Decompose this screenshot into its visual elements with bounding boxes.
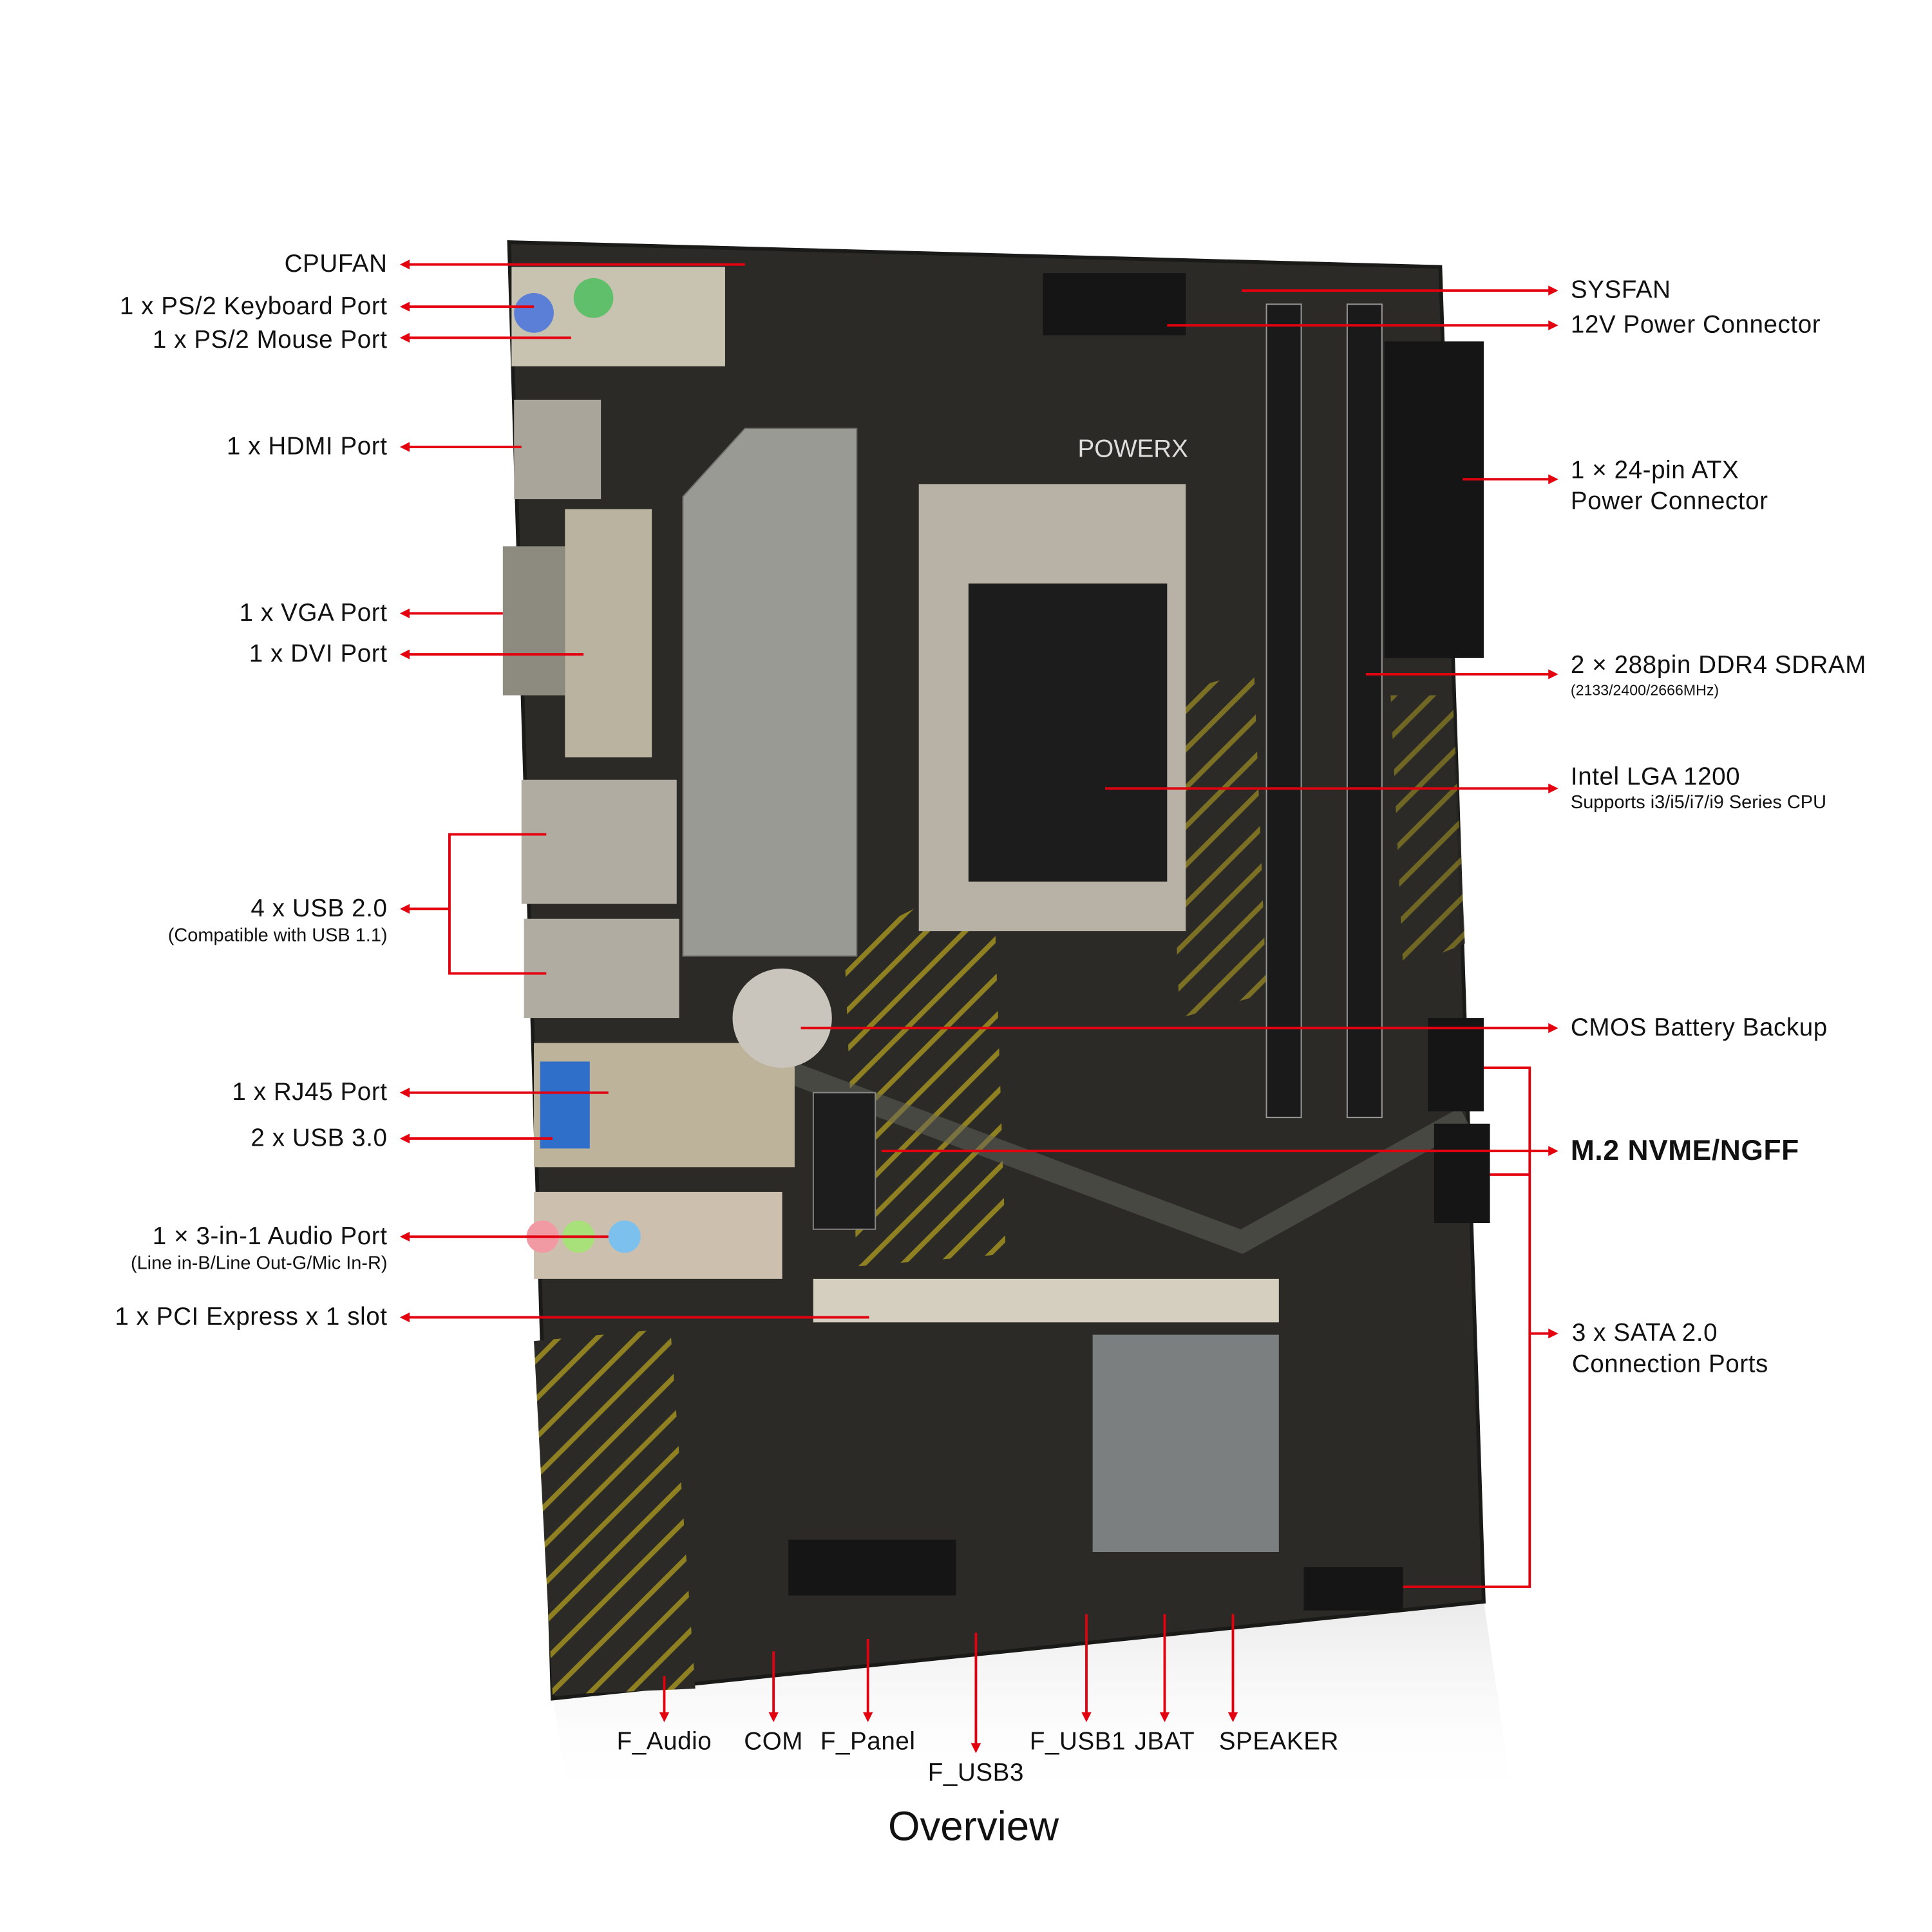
label-cpu: Intel LGA 1200 — [1570, 763, 1741, 791]
label-hdmi: 1 x HDMI Port — [226, 433, 388, 461]
ram-slot-1 — [1265, 303, 1302, 1119]
vrm-heatsink — [682, 428, 858, 957]
sata-port-3 — [1303, 1567, 1403, 1611]
m2-slot — [812, 1092, 876, 1230]
pcie-slot — [813, 1278, 1279, 1323]
ps2-mouse-port — [573, 278, 614, 318]
label-atx-line2: Power Connector — [1570, 488, 1768, 516]
label-usb2: 4 x USB 2.0 — [251, 895, 388, 923]
atx-24pin-connector — [1384, 341, 1484, 658]
label-usb3: 2 x USB 3.0 — [251, 1124, 388, 1153]
ps2-keyboard-port — [514, 293, 554, 333]
label-f-panel: F_Panel — [820, 1728, 916, 1756]
usb2-ports-bottom — [524, 918, 679, 1018]
sata-port-1 — [1428, 1018, 1484, 1112]
label-f-audio: F_Audio — [616, 1728, 712, 1756]
hdmi-port — [514, 399, 601, 500]
label-12v: 12V Power Connector — [1570, 311, 1821, 339]
callout-arrows — [399, 259, 1558, 1754]
label-audio: 1 × 3-in-1 Audio Port — [152, 1223, 388, 1251]
label-com: COM — [744, 1728, 803, 1756]
label-sata: 3 x SATA 2.0 — [1571, 1320, 1718, 1347]
label-f-usb3: F_USB3 — [927, 1759, 1025, 1787]
label-atx: 1 × 24-pin ATX — [1570, 457, 1739, 484]
label-audio-note: (Line in-B/Line Out-G/Mic In-R) — [130, 1253, 388, 1274]
label-usb2-note: (Compatible with USB 1.1) — [167, 925, 388, 947]
label-ddr4: 2 × 288pin DDR4 SDRAM — [1570, 652, 1866, 679]
page-title: Overview — [887, 1803, 1059, 1849]
label-rj45: 1 x RJ45 Port — [232, 1079, 388, 1106]
board-reflection — [552, 1602, 1515, 1813]
label-cpufan: CPUFAN — [284, 251, 388, 278]
label-cmos: CMOS Battery Backup — [1570, 1014, 1828, 1042]
label-jbat: JBAT — [1134, 1728, 1195, 1756]
label-ps2-keyboard: 1 x PS/2 Keyboard Port — [119, 293, 388, 321]
board-logo: POWERX — [1078, 435, 1188, 463]
label-ddr4-note: (2133/2400/2666MHz) — [1570, 681, 1719, 699]
label-m2: M.2 NVME/NGFF — [1570, 1133, 1799, 1166]
label-vga: 1 x VGA Port — [239, 600, 388, 627]
dvi-port — [565, 509, 652, 758]
label-f-usb1: F_USB1 — [1029, 1728, 1126, 1756]
label-dvi: 1 x DVI Port — [249, 640, 388, 668]
pcie-x1-slot — [788, 1539, 956, 1596]
ram-slot-2 — [1346, 303, 1383, 1119]
vga-port — [502, 546, 565, 696]
sata-port-2 — [1434, 1123, 1490, 1224]
label-ps2-mouse: 1 x PS/2 Mouse Port — [152, 327, 388, 354]
label-sata-line2: Connection Ports — [1571, 1350, 1768, 1379]
label-speaker: SPEAKER — [1218, 1728, 1339, 1756]
chipset-heatsink — [1092, 1334, 1279, 1552]
label-pcie: 1 x PCI Express x 1 slot — [115, 1303, 388, 1331]
label-sysfan: SYSFAN — [1570, 276, 1671, 305]
label-cpu-note: Supports i3/i5/i7/i9 Series CPU — [1570, 792, 1826, 813]
cmos-battery — [732, 968, 832, 1068]
12v-connector — [1043, 273, 1186, 336]
usb2-ports-top — [521, 779, 677, 904]
